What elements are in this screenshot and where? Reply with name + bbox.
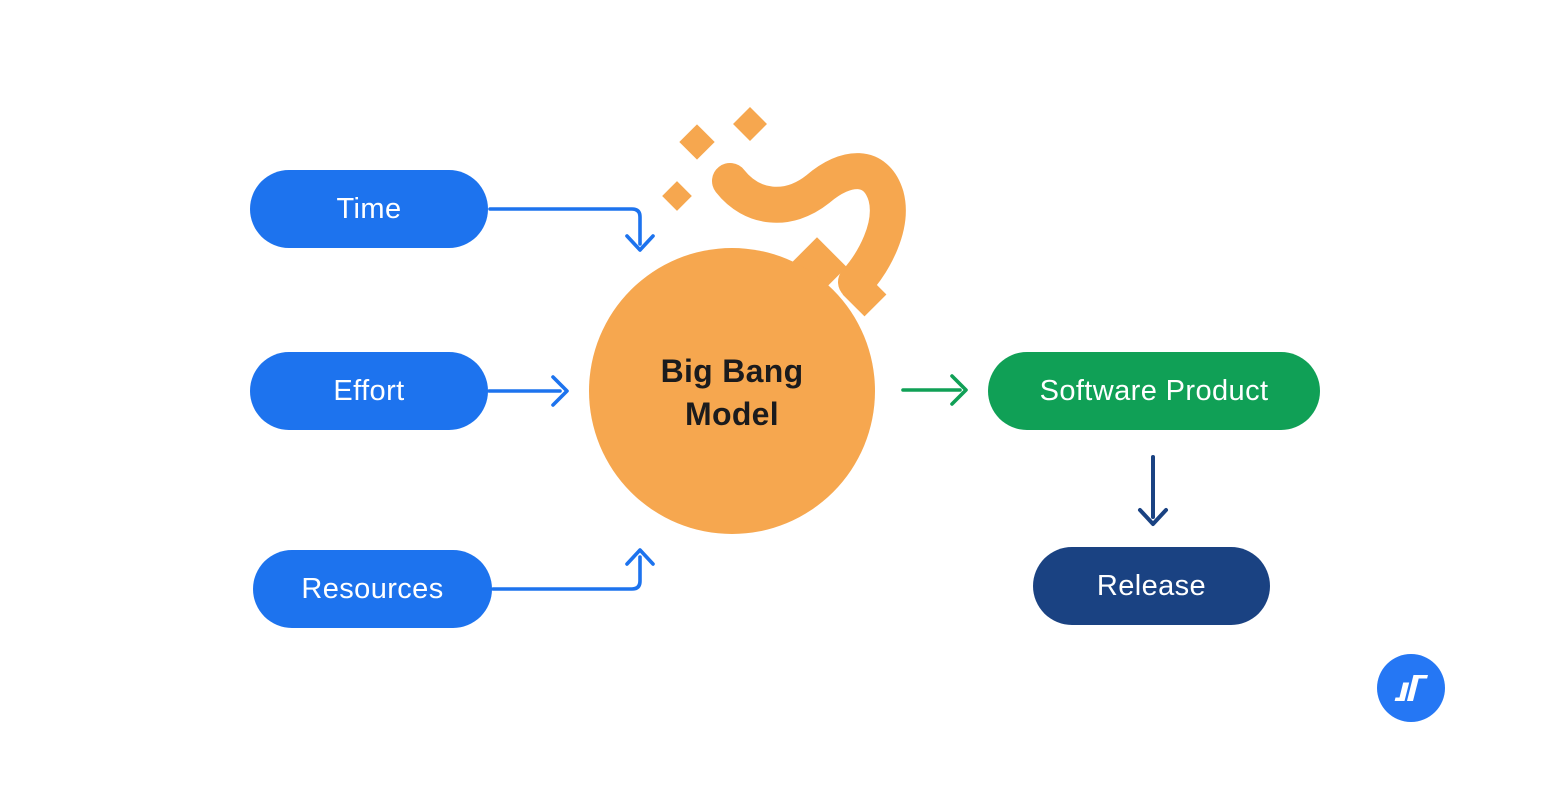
spark-diamond-medium: [679, 124, 715, 160]
spark-diamond-large: [733, 107, 767, 141]
arrow-release-head: [1138, 508, 1168, 526]
input-pill-time-label: Time: [336, 192, 402, 225]
arrow-time-shaft: [488, 207, 642, 246]
arrow-product-to-release: [1138, 455, 1168, 526]
bomb-fuse-tip: [842, 272, 887, 317]
brand-logo: [1377, 654, 1445, 722]
bomb-title: Big Bang Model: [660, 353, 804, 432]
bomb-fuse-icon: [712, 153, 906, 300]
arrow-resources-head: [625, 548, 655, 566]
arrow-model-to-product: [901, 374, 968, 406]
input-pill-time: Time: [250, 170, 488, 248]
spark-diamond-small: [662, 181, 692, 211]
bomb-icon: [589, 107, 906, 534]
output-pill-software-product: Software Product: [988, 352, 1320, 430]
input-pill-effort-label: Effort: [333, 374, 405, 407]
bomb-body: [589, 248, 875, 534]
output-pill-release: Release: [1033, 547, 1270, 625]
arrow-resources-shaft: [491, 555, 642, 591]
brand-logo-glyph-right: [1407, 675, 1428, 701]
arrow-time-head: [625, 234, 655, 252]
arrow-effort-head: [551, 375, 569, 407]
input-pill-resources: Resources: [253, 550, 492, 628]
output-pill-software-product-label: Software Product: [1039, 374, 1269, 407]
arrow-effort-to-model: [487, 375, 569, 407]
brand-logo-glyph-left: [1394, 682, 1410, 701]
arrow-time-to-model: [488, 207, 655, 252]
input-pill-effort: Effort: [250, 352, 488, 430]
arrow-resources-to-model: [491, 548, 655, 591]
arrow-product-head: [950, 374, 968, 406]
input-pill-resources-label: Resources: [301, 572, 444, 605]
spark-diamonds-icon: [662, 107, 767, 211]
brand-logo-icon: [1377, 654, 1445, 722]
output-pill-release-label: Release: [1096, 569, 1207, 602]
